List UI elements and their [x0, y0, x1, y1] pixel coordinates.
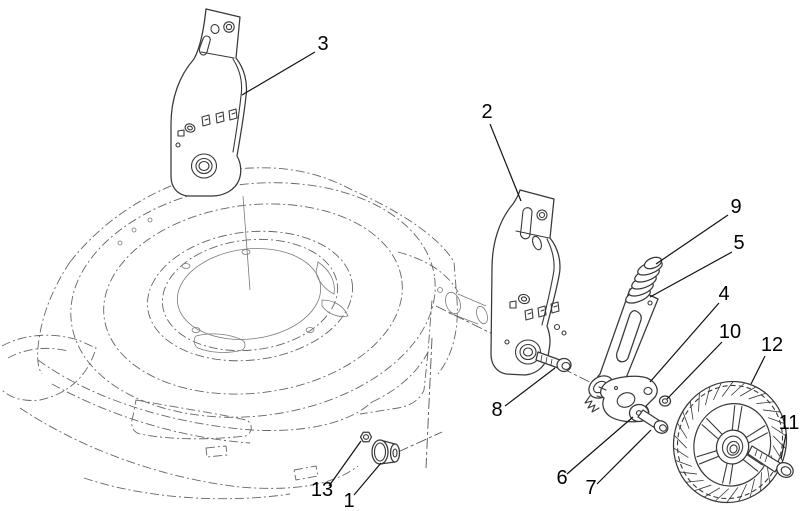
wheel-spoke-edge: [743, 425, 766, 440]
callout-label-7: 7: [585, 477, 596, 499]
tread-lug: [682, 411, 690, 429]
wheel-spoke-edge: [701, 424, 721, 442]
tread-lug: [771, 426, 787, 437]
callout-label-11: 11: [779, 412, 800, 434]
rear-wheel: [672, 380, 788, 504]
tread-lug: [739, 386, 757, 397]
callout-label-12: 12: [761, 334, 783, 356]
callout-leader-4: [649, 302, 720, 383]
tread-lug: [689, 401, 694, 420]
cam-bolt: [637, 409, 669, 434]
mower-deck-phantom: [1, 167, 510, 500]
tread-lug: [714, 488, 730, 502]
tread-lug: [698, 392, 700, 412]
wheel-spoke-edge: [737, 405, 743, 434]
callout-leader-1: [353, 462, 382, 496]
height-bracket-right: [490, 189, 567, 376]
tread-lug: [756, 401, 775, 404]
wheel-spoke-edge: [744, 452, 763, 466]
tread-lug: [677, 422, 688, 439]
tread-lug: [726, 487, 739, 503]
tread-lug: [705, 386, 711, 406]
tread-lug: [673, 435, 688, 449]
callout-label-6: 6: [556, 467, 567, 489]
tread-lug: [762, 409, 781, 413]
wheel-spoke-edge: [731, 405, 736, 433]
tread-lug: [703, 487, 721, 498]
tread-lug: [738, 483, 747, 502]
tread-lug: [679, 471, 698, 475]
tread-lug: [760, 472, 762, 492]
wheel-spoke-edge: [706, 417, 725, 437]
callout-label-1: 1: [343, 490, 354, 511]
wheel-spoke-edge: [696, 449, 720, 458]
wheel-spoke-edge: [722, 460, 729, 484]
callout-leader-13: [328, 440, 362, 487]
hex-nut: [359, 431, 373, 443]
callout-label-8: 8: [491, 399, 502, 421]
callout-leader-6: [566, 416, 634, 475]
assembly-axis-lines: [397, 305, 611, 469]
callout-leader-12: [750, 355, 766, 385]
wheel-spokes: [696, 405, 768, 485]
wheel-spoke-edge: [740, 457, 759, 472]
callout-label-13: 13: [311, 479, 333, 501]
wheel-axle-bolt: [747, 445, 794, 479]
tread-lug: [694, 484, 712, 492]
flanged-spacer: [371, 439, 401, 465]
tread-lug: [685, 480, 704, 483]
tread-lug: [713, 382, 722, 401]
tread-lug: [768, 417, 785, 425]
tread-lug: [675, 459, 692, 467]
bracket-pivot-bolt: [535, 351, 572, 373]
height-bracket-left: [170, 8, 248, 197]
wheel-spoke-edge: [699, 454, 722, 465]
callout-leader-7: [596, 429, 652, 485]
wheel-spoke-edge: [745, 432, 768, 445]
callout-leader-11: [780, 433, 787, 460]
tread-lug: [748, 392, 766, 400]
callout-leader-8: [504, 367, 556, 407]
callout-label-3: 3: [317, 33, 328, 55]
tread-lug: [749, 478, 755, 498]
callout-label-9: 9: [730, 196, 741, 218]
lever-spring-grip: [625, 256, 663, 304]
tread-lug: [721, 381, 734, 397]
callout-leader-3: [241, 51, 316, 96]
callout-label-4: 4: [718, 283, 729, 305]
callout-leader-5: [649, 251, 733, 298]
wheel-spoke-edge: [729, 461, 734, 485]
callout-leader-9: [655, 214, 729, 265]
tread-lug: [673, 447, 689, 458]
callout-leader-10: [666, 341, 723, 400]
tread-lug: [730, 382, 746, 396]
callout-label-10: 10: [719, 321, 741, 343]
callout-label-2: 2: [481, 101, 492, 123]
callout-leader-2: [489, 123, 522, 202]
callout-label-5: 5: [733, 232, 744, 254]
